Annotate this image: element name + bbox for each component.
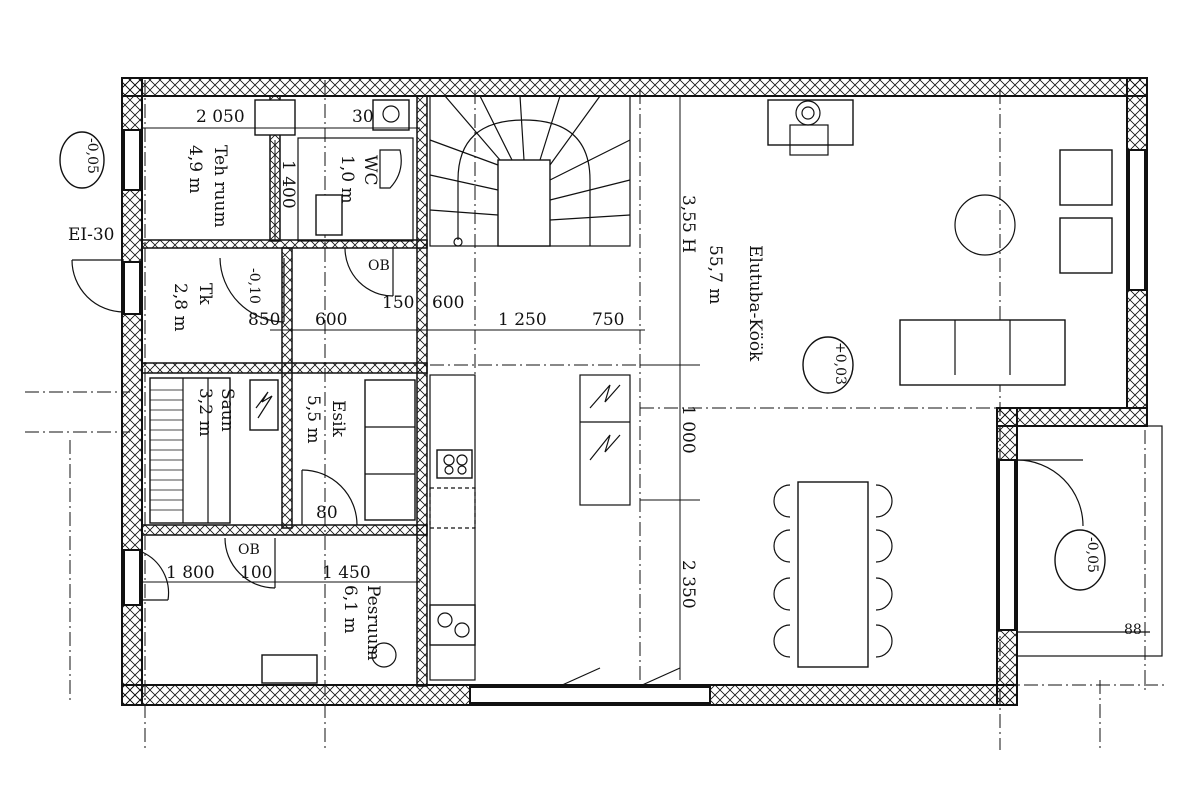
level-corridor: -0,10 bbox=[246, 268, 262, 304]
dim-1450: 1 450 bbox=[322, 563, 371, 583]
level-outer-left: -0,05 bbox=[84, 138, 100, 174]
dim-1400: 1 400 bbox=[278, 160, 298, 209]
doors bbox=[71, 247, 1084, 687]
level-labels: -0,05 -0,10 +0,03 -0,05 bbox=[84, 138, 1100, 573]
staircase bbox=[429, 95, 631, 247]
room-name-tehnika: Teh ruum bbox=[210, 145, 230, 228]
ob-label-bottom: OB bbox=[238, 542, 260, 558]
ob-label-top: OB bbox=[368, 258, 390, 274]
kitchen-counter bbox=[429, 374, 631, 681]
sauna-benches bbox=[149, 377, 279, 524]
wc-fixtures bbox=[254, 99, 410, 684]
dim-600b: 600 bbox=[432, 293, 464, 313]
room-area-saun: 3,2 m bbox=[195, 388, 215, 437]
dining-chairs bbox=[773, 484, 893, 658]
washbasin-icon bbox=[315, 194, 343, 236]
room-name-pesuruum: Pesruum bbox=[363, 585, 383, 661]
water-heater-icon bbox=[372, 99, 410, 131]
sink-icon bbox=[429, 604, 476, 646]
room-area-esik: 5,5 m bbox=[303, 395, 323, 444]
room-height-elutuba: 3,55 H bbox=[678, 195, 698, 253]
dimension-lines bbox=[142, 96, 700, 680]
level-markers bbox=[59, 131, 1106, 591]
room-area-koridor: 2,8 m bbox=[170, 283, 190, 332]
terrace-mark-label: 88 bbox=[1124, 622, 1142, 638]
dim-30: 30 bbox=[352, 107, 374, 127]
room-area-tehnika: 4,9 m bbox=[185, 145, 205, 194]
dim-600a: 600 bbox=[315, 310, 347, 330]
hob-icon bbox=[436, 449, 473, 479]
armchair-icon bbox=[1059, 149, 1113, 206]
room-labels: Teh ruum 4,9 m WC 1,0 m Tk 2,8 m Saun 3,… bbox=[170, 145, 765, 661]
sauna-stove-icon bbox=[249, 379, 279, 431]
room-area-elutuba: 55,7 m bbox=[705, 245, 725, 304]
room-name-esik: Esik bbox=[328, 400, 348, 438]
level-terrace: -0,05 bbox=[1084, 537, 1100, 573]
dim-1250: 1 250 bbox=[498, 310, 547, 330]
toilet-icon bbox=[379, 149, 402, 189]
dining-table-icon bbox=[797, 481, 869, 668]
drain-icon bbox=[371, 642, 397, 668]
room-area-wc: 1,0 m bbox=[337, 155, 357, 204]
tag-labels: EI-30 OB OB 88 bbox=[68, 225, 1142, 638]
washing-machine-icon bbox=[261, 654, 318, 684]
level-living: +0,03 bbox=[832, 342, 848, 385]
room-area-pesuruum: 6,1 m bbox=[340, 585, 360, 634]
sofa-icon bbox=[899, 319, 1066, 386]
dim-2050: 2 050 bbox=[196, 107, 245, 127]
armchair-icon bbox=[1059, 217, 1113, 274]
dim-750: 750 bbox=[592, 310, 624, 330]
dim-100: 100 bbox=[240, 563, 272, 583]
fire-rating-label: EI-30 bbox=[68, 225, 115, 245]
dim-850: 850 bbox=[248, 310, 280, 330]
dim-80: 80 bbox=[316, 503, 338, 523]
living-furniture bbox=[773, 149, 1113, 668]
dim-1800: 1 800 bbox=[166, 563, 215, 583]
room-name-koridor: Tk bbox=[195, 283, 215, 305]
fireplace-icon bbox=[767, 99, 854, 156]
terrace bbox=[1016, 425, 1163, 657]
dim-150: 150 bbox=[382, 293, 414, 313]
outer-walls bbox=[121, 77, 1148, 706]
room-name-elutuba: Elutuba-Köök bbox=[745, 245, 765, 362]
dim-2350: 2 350 bbox=[678, 560, 698, 609]
room-name-wc: WC bbox=[360, 155, 380, 185]
coffee-table-icon bbox=[954, 194, 1016, 256]
room-name-saun: Saun bbox=[217, 388, 237, 432]
wardrobe bbox=[364, 379, 416, 521]
dim-1000: 1 000 bbox=[678, 405, 698, 454]
boiler-icon bbox=[254, 99, 296, 136]
dimension-labels: 2 050 30 1 400 850 600 150 600 1 250 750… bbox=[166, 107, 698, 609]
